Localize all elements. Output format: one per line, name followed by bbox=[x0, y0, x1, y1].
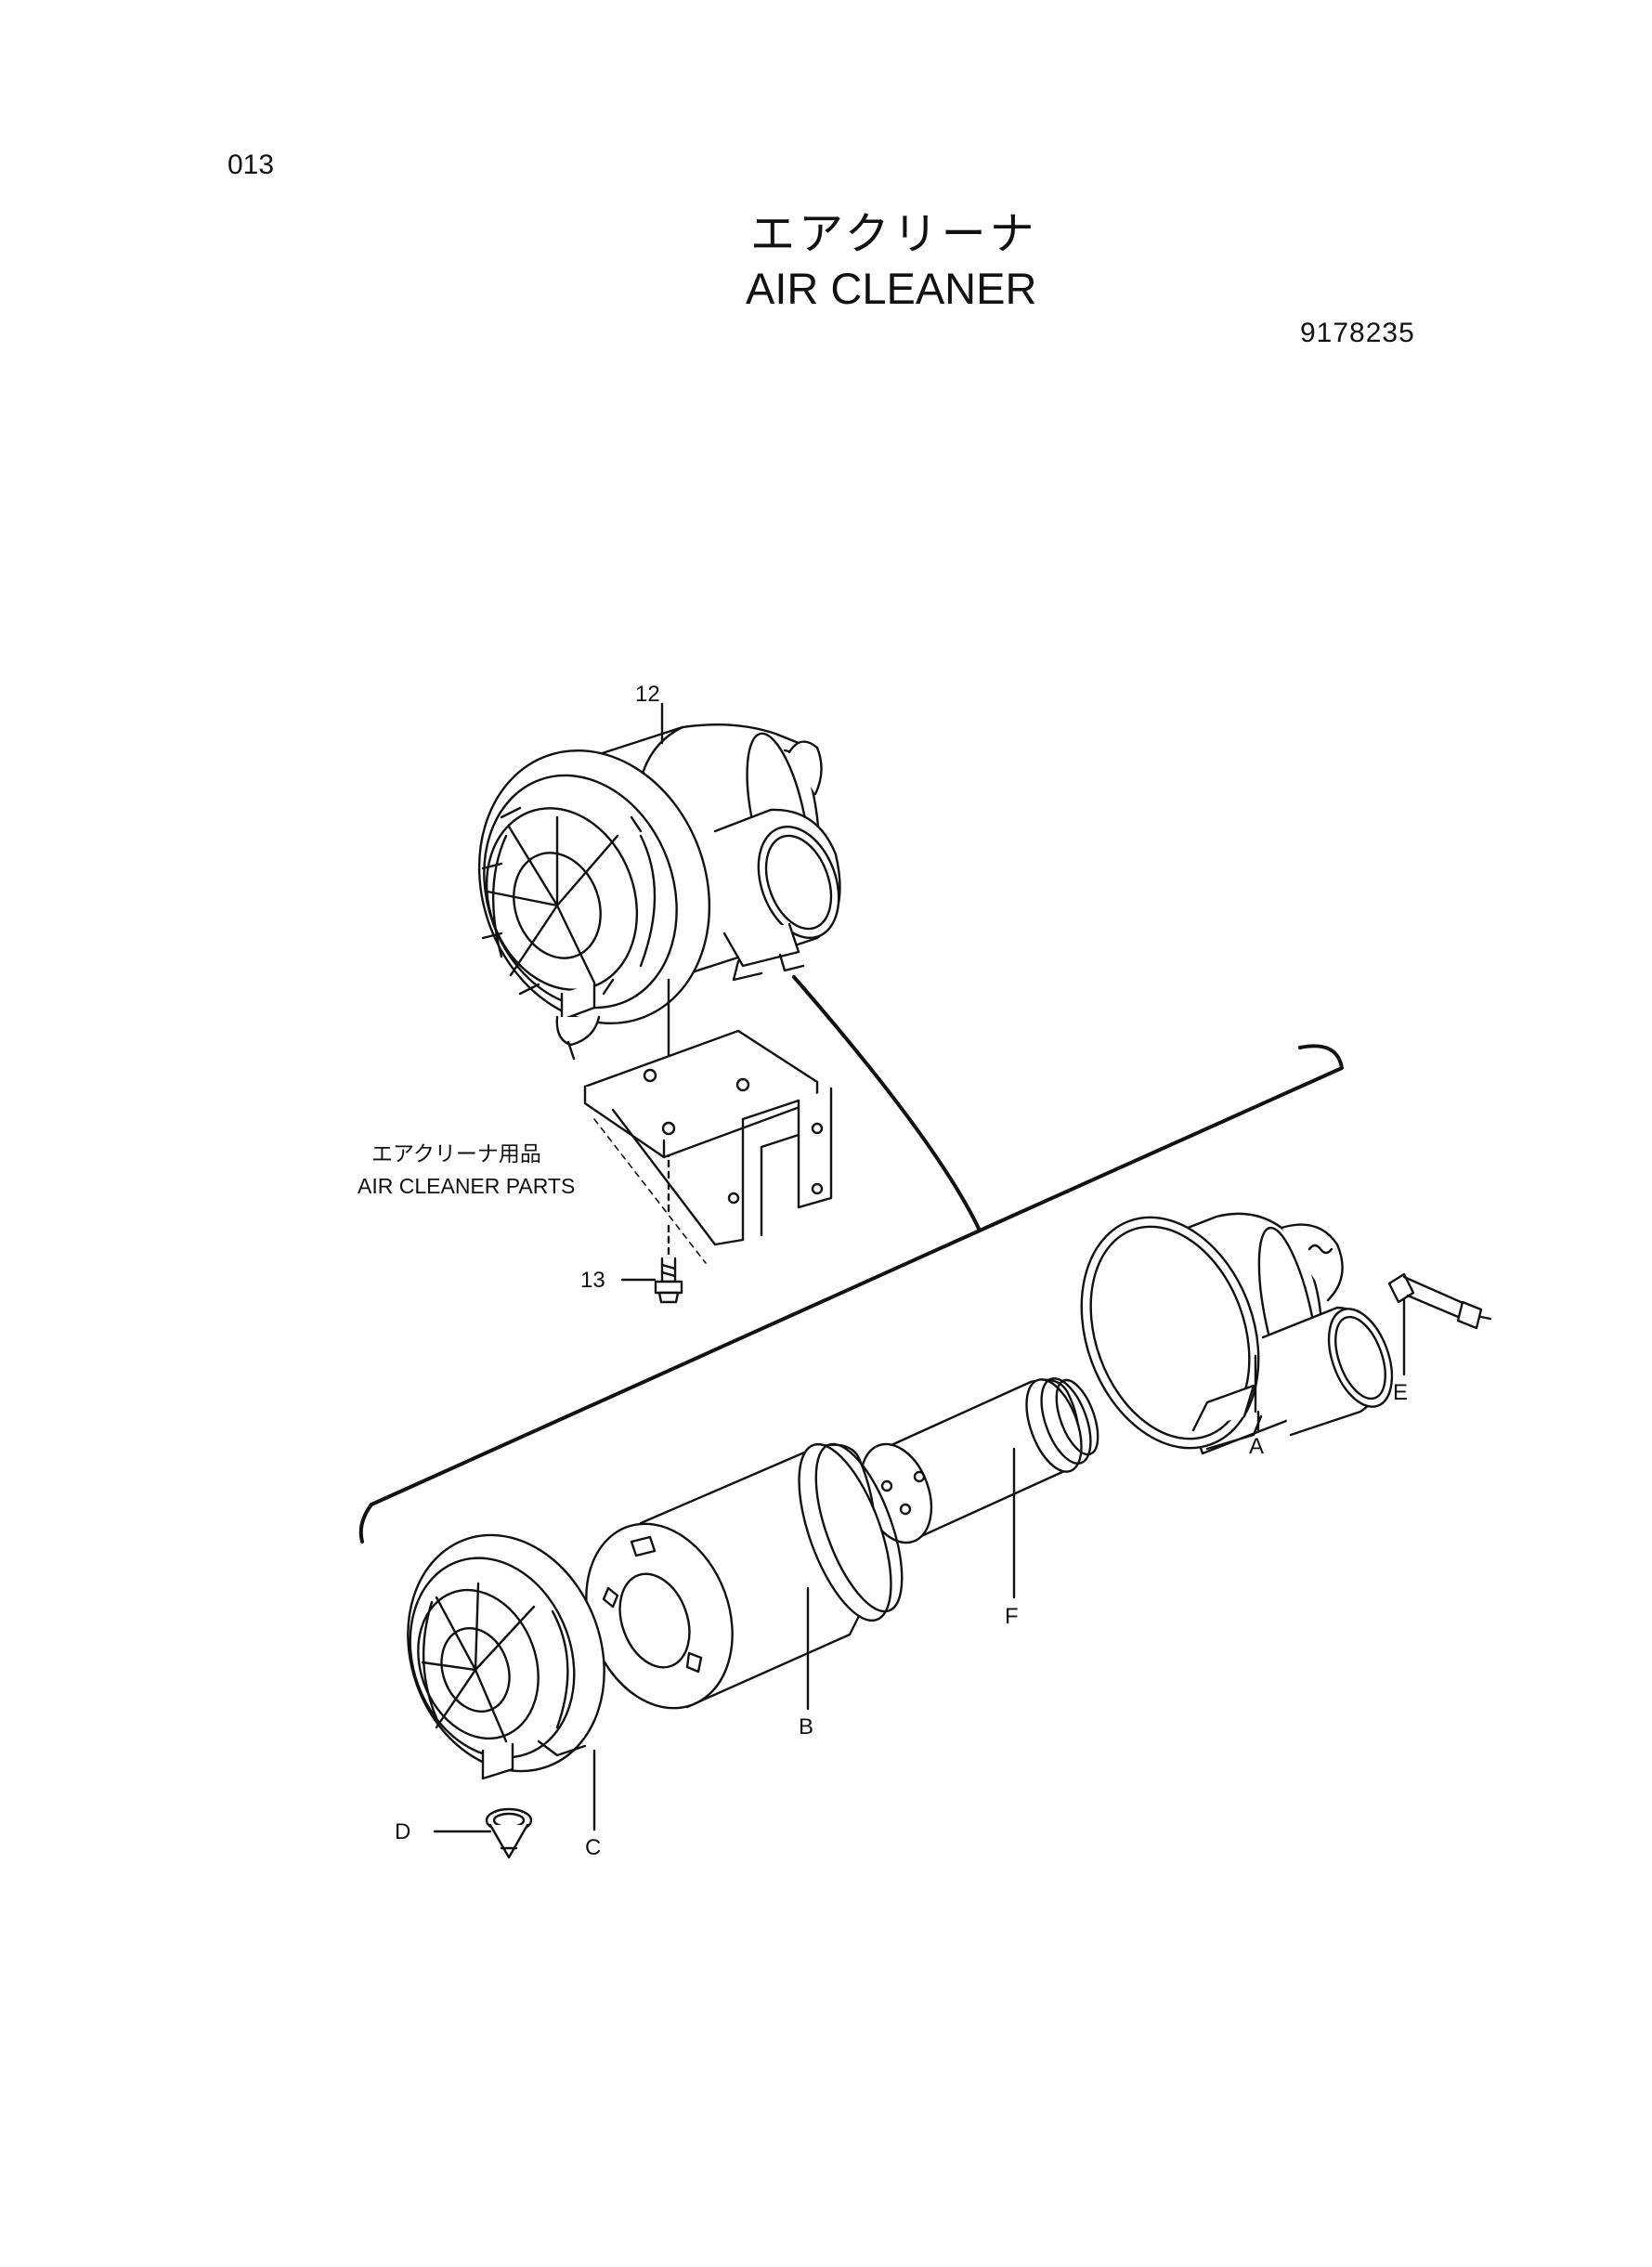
part-d-valve bbox=[433, 1807, 533, 1859]
mounting-bracket bbox=[583, 1029, 833, 1264]
callout-12: 12 bbox=[635, 682, 660, 707]
callout-a: A bbox=[1249, 1434, 1264, 1459]
title-japanese: エアクリーナ bbox=[750, 208, 1038, 260]
air-cleaner-assembly-12 bbox=[477, 723, 841, 1061]
title-english: AIR CLEANER bbox=[746, 264, 1037, 313]
callout-e: E bbox=[1393, 1380, 1408, 1405]
page-number: 013 bbox=[228, 150, 275, 180]
group-label-english: AIR CLEANER PARTS bbox=[358, 1174, 575, 1198]
callout-c: C bbox=[585, 1835, 601, 1860]
callout-f: F bbox=[1005, 1604, 1019, 1629]
part-b-main-element bbox=[585, 1442, 904, 1711]
drawing-number: 9178235 bbox=[1300, 318, 1415, 348]
part-e-switch bbox=[1387, 1272, 1492, 1376]
callout-d: D bbox=[395, 1819, 410, 1844]
bolt-13 bbox=[654, 1224, 683, 1304]
part-c-cover bbox=[407, 1533, 605, 1831]
group-label-japanese: エアクリーナ用品 bbox=[371, 1141, 541, 1166]
callout-b: B bbox=[799, 1714, 813, 1739]
part-a-body bbox=[1080, 1212, 1394, 1455]
callout-13: 13 bbox=[580, 1268, 605, 1293]
